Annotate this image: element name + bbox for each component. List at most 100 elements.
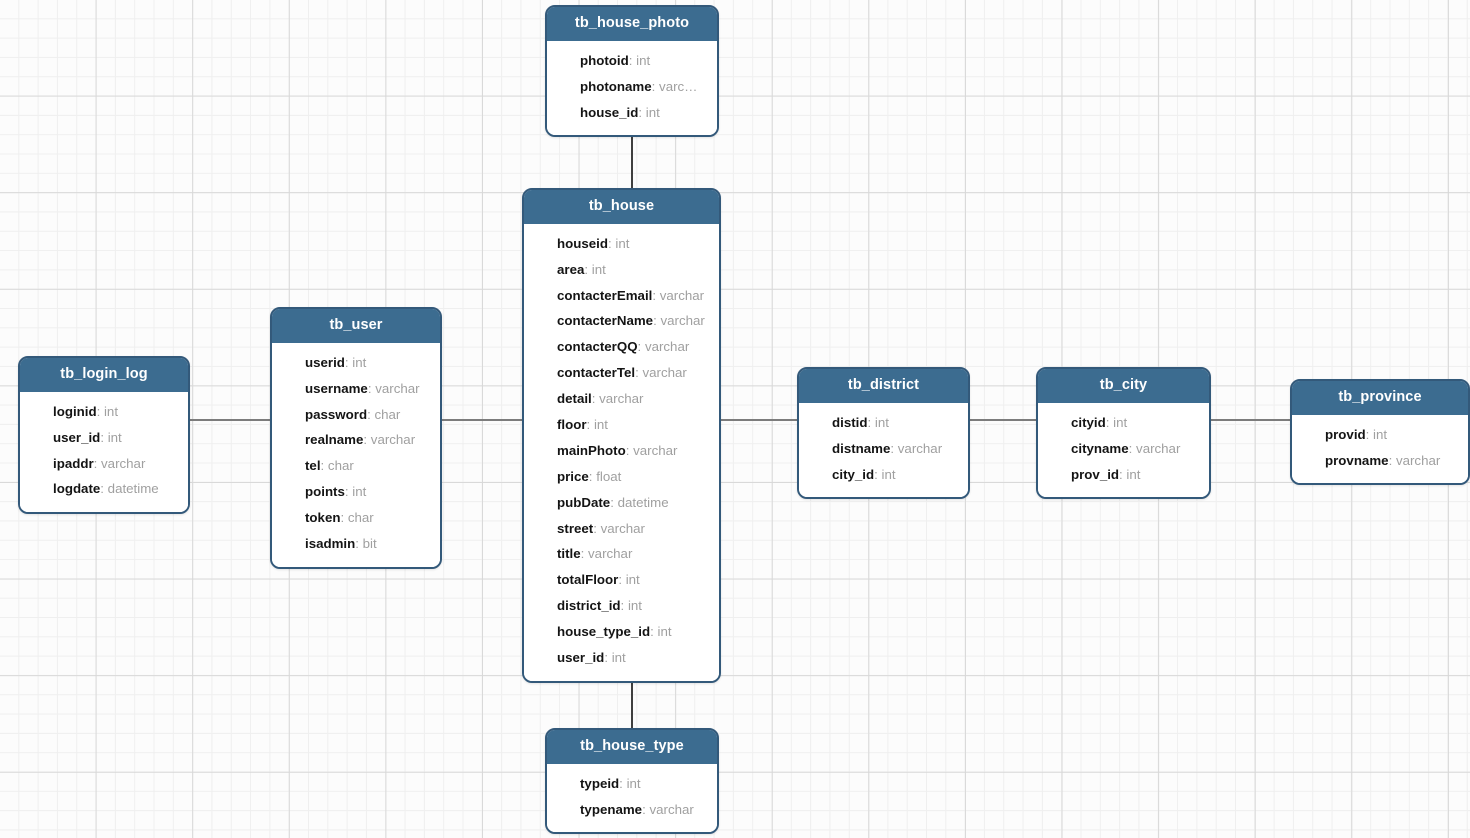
field-type-value: varchar — [642, 365, 687, 381]
field-name: tel — [305, 458, 321, 474]
field-type: : — [591, 391, 600, 407]
field-type-value: int — [881, 466, 896, 482]
field-row: totalFloor: int — [524, 567, 719, 593]
field-type-value: int — [103, 403, 119, 419]
field-type-value: varchar — [897, 440, 943, 456]
field-row: password: char — [272, 401, 440, 427]
field-row: typename: varchar — [547, 796, 717, 822]
field-type: : — [586, 417, 594, 433]
field-row: contacterQQ: varchar — [524, 334, 719, 360]
field-type: : — [584, 261, 592, 277]
field-name: totalFloor — [557, 572, 619, 588]
field-type: : — [1128, 440, 1137, 456]
field-type: : — [100, 481, 108, 497]
field-type: : — [100, 429, 108, 445]
field-type-value: varchar — [599, 391, 644, 407]
field-name: loginid — [53, 403, 97, 419]
field-name: photoid — [580, 52, 629, 68]
field-row: user_id: int — [524, 645, 719, 671]
field-row: points: int — [272, 479, 440, 505]
entity-field-list: userid: int username: varchar password: … — [272, 342, 440, 567]
field-type: : — [344, 484, 353, 500]
field-row: provid: int — [1292, 422, 1468, 448]
entity-tb-house-type[interactable]: tb_house_type typeid: int typename: varc… — [545, 728, 719, 835]
entity-tb-login-log[interactable]: tb_login_log loginid: int user_id: int i… — [18, 356, 190, 515]
field-row: detail: varchar — [524, 386, 719, 412]
field-type: : — [890, 440, 898, 456]
field-type-value: varchar — [375, 380, 420, 396]
field-name: contacterName — [557, 313, 654, 329]
field-row: distid: int — [799, 410, 968, 436]
field-row: user_id: int — [20, 424, 188, 450]
field-type: : — [610, 494, 618, 510]
field-type-value: varchar — [659, 287, 705, 303]
field-row: houseid: int — [524, 231, 719, 257]
entity-field-list: typeid: int typename: varchar — [547, 763, 717, 833]
field-row: city_id: int — [799, 461, 968, 487]
entity-title: tb_user — [272, 309, 440, 343]
field-name: provname — [1325, 452, 1389, 468]
field-row: tel: char — [272, 453, 440, 479]
field-type-value: int — [636, 52, 651, 68]
field-type: : — [355, 536, 363, 552]
field-name: contacterTel — [557, 365, 636, 381]
field-row: contacterTel: varchar — [524, 360, 719, 386]
connector-district-to-city — [968, 419, 1038, 421]
field-type: : — [604, 650, 612, 666]
field-type-value: int — [1126, 466, 1141, 482]
field-name: distid — [832, 414, 868, 430]
entity-tb-user[interactable]: tb_user userid: int username: varchar pa… — [270, 307, 442, 569]
field-name: mainPhoto — [557, 442, 626, 458]
field-type-value: int — [615, 235, 630, 251]
entity-title: tb_district — [799, 369, 968, 403]
field-type: : — [874, 466, 882, 482]
field-row: cityid: int — [1038, 410, 1209, 436]
field-type-value: char — [327, 458, 354, 474]
field-type-value: datetime — [107, 481, 159, 497]
connector-house-photo-to-house — [631, 131, 633, 189]
field-name: contacterQQ — [557, 339, 638, 355]
field-type: : — [628, 52, 637, 68]
field-name: password — [305, 406, 368, 422]
entity-field-list: provid: int provname: varchar — [1292, 414, 1468, 484]
field-type-value: varchar — [633, 442, 678, 458]
field-row: token: char — [272, 505, 440, 531]
field-row: loginid: int — [20, 399, 188, 425]
field-type-value: int — [1373, 426, 1388, 442]
entity-tb-city[interactable]: tb_city cityid: int cityname: varchar pr… — [1036, 367, 1211, 500]
connector-login-log-to-user — [188, 419, 272, 421]
entity-title: tb_house_type — [547, 730, 717, 764]
entity-tb-province[interactable]: tb_province provid: int provname: varcha… — [1290, 379, 1470, 486]
field-row: pubDate: datetime — [524, 489, 719, 515]
entity-field-list: distid: int distname: varchar city_id: i… — [799, 402, 968, 498]
field-type-value: int — [627, 598, 642, 614]
field-row: photoid: int — [547, 48, 717, 74]
field-type-value: char — [374, 406, 401, 422]
entity-tb-house[interactable]: tb_house houseid: int area: int contacte… — [522, 188, 721, 683]
field-type-value: varchar — [600, 520, 645, 536]
field-name: user_id — [557, 650, 605, 666]
connector-user-to-house — [440, 419, 524, 421]
field-type: : — [650, 624, 658, 640]
entity-tb-district[interactable]: tb_district distid: int distname: varcha… — [797, 367, 970, 500]
field-type: : — [635, 365, 643, 381]
field-name: detail — [557, 391, 592, 407]
field-name: street — [557, 520, 594, 536]
field-type-value: varchar — [649, 801, 694, 817]
field-name: contacterEmail — [557, 287, 653, 303]
field-name: city_id — [832, 466, 875, 482]
entity-title: tb_city — [1038, 369, 1209, 403]
field-name: token — [305, 510, 341, 526]
field-type: : — [620, 598, 628, 614]
field-type-value: bit — [362, 536, 377, 552]
field-name: realname — [305, 432, 364, 448]
entity-field-list: photoid: int photoname: varc… house_id: … — [547, 40, 717, 136]
entity-tb-house-photo[interactable]: tb_house_photo photoid: int photoname: v… — [545, 5, 719, 138]
field-type-value: int — [352, 484, 367, 500]
field-type-value: int — [657, 624, 672, 640]
field-type-value: varchar — [1136, 440, 1181, 456]
field-type-value: int — [593, 417, 608, 433]
entity-field-list: loginid: int user_id: int ipaddr: varcha… — [20, 391, 188, 513]
field-type-value: int — [874, 414, 889, 430]
